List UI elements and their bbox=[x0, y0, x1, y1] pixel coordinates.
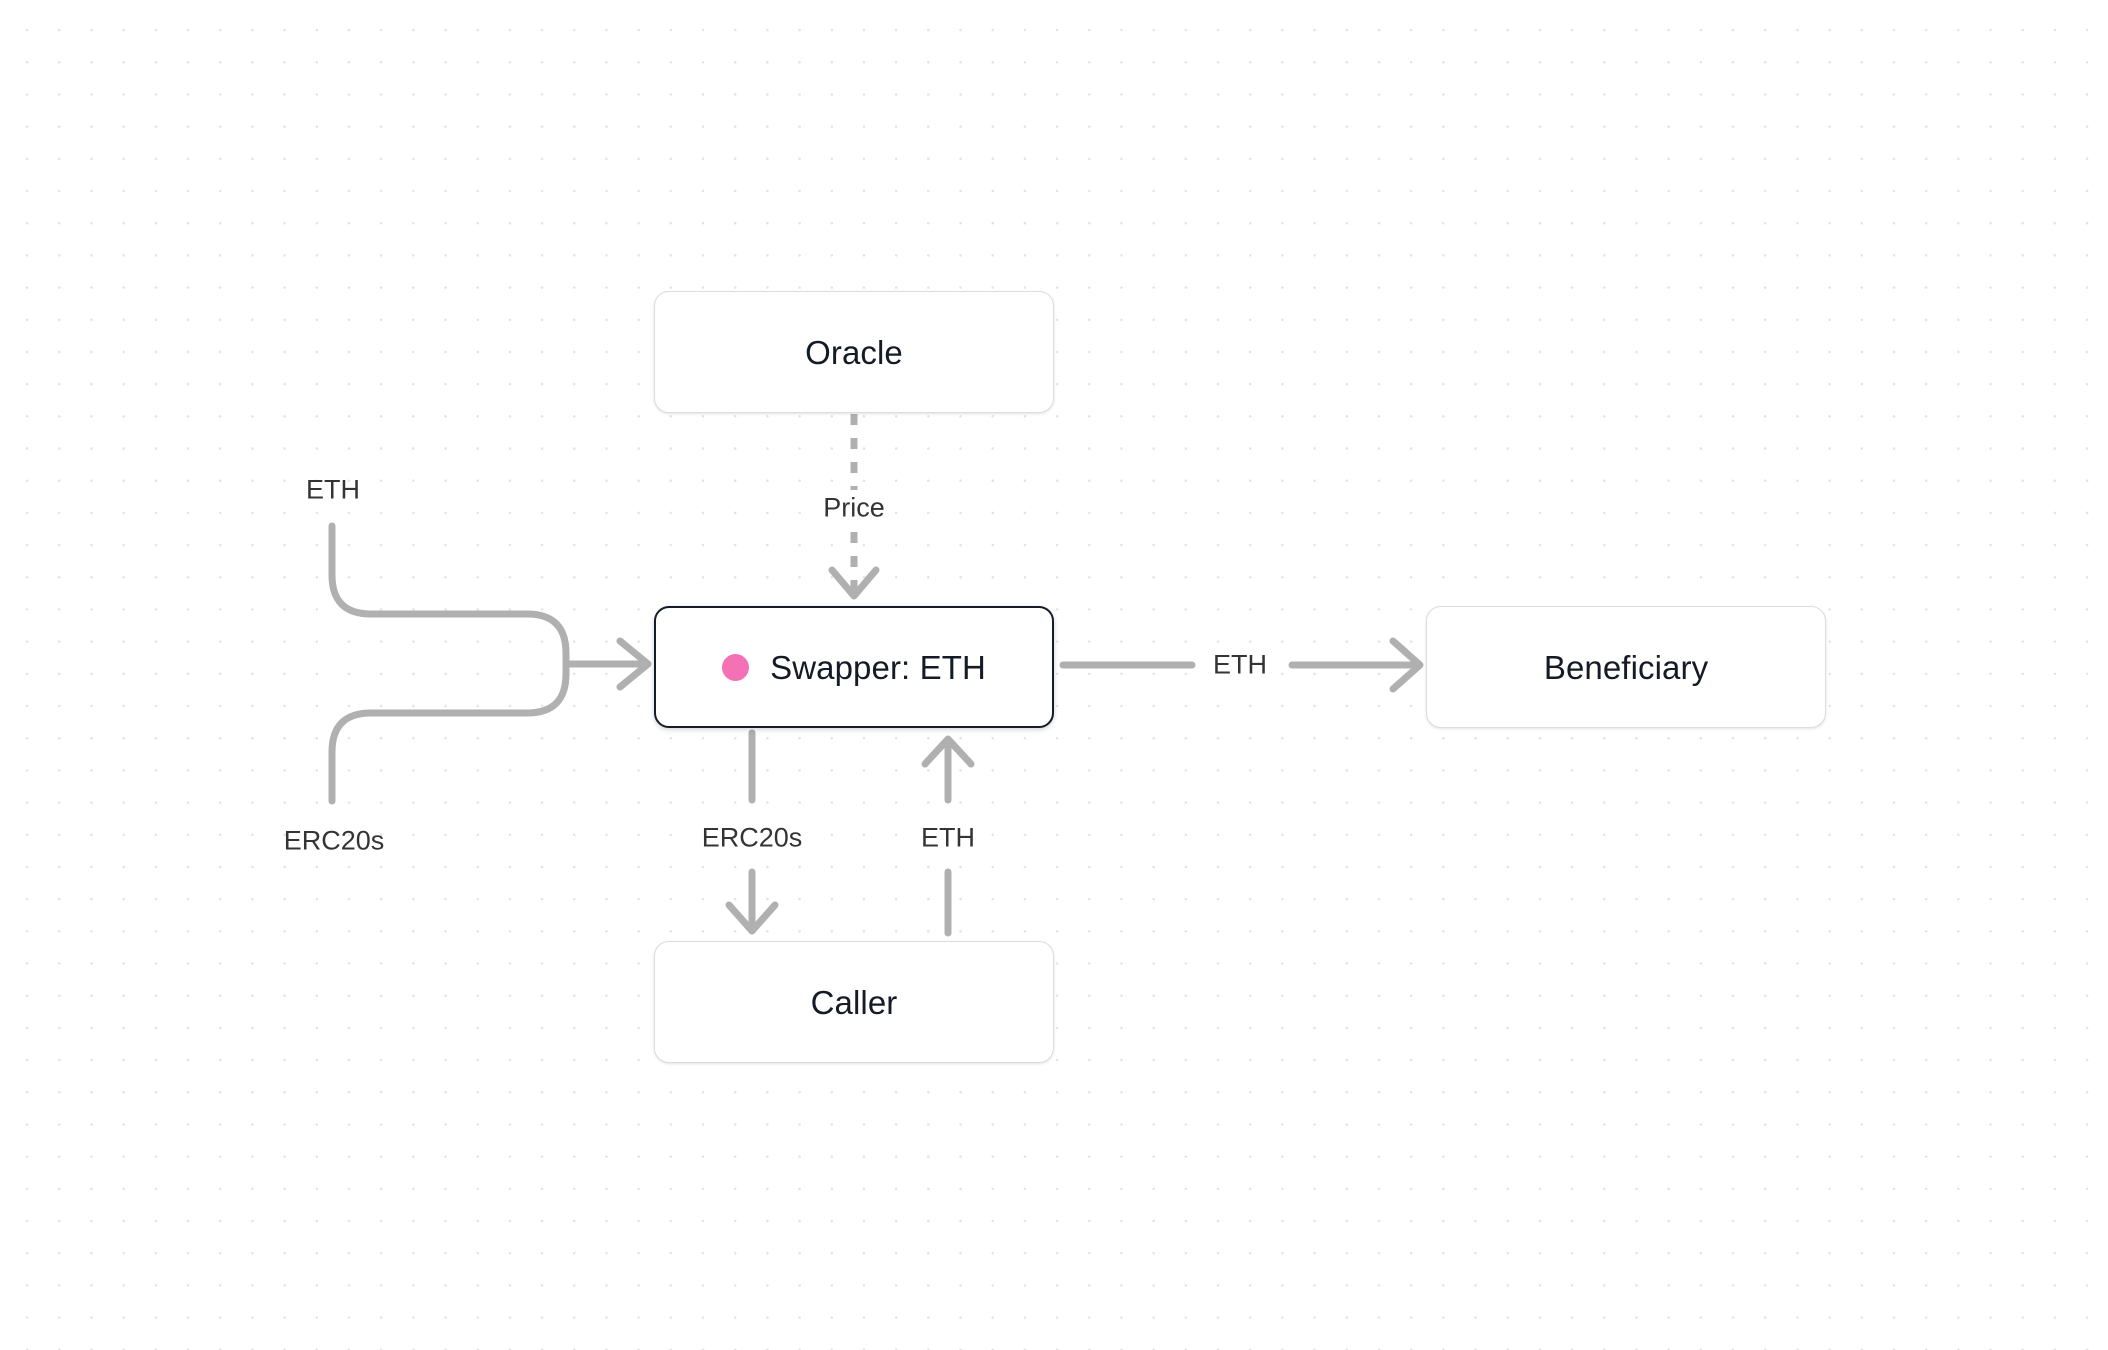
edge-label-eth-caller: ETH bbox=[914, 821, 982, 855]
node-swapper-content: Swapper: ETH bbox=[722, 651, 986, 684]
node-oracle[interactable]: Oracle bbox=[654, 291, 1054, 413]
edge-eth-input bbox=[328, 522, 570, 668]
edge-label-eth-beneficiary: ETH bbox=[1206, 648, 1274, 682]
node-swapper-label: Swapper: ETH bbox=[770, 648, 986, 686]
edge-label-erc20s-input: ERC20s bbox=[283, 825, 385, 856]
node-oracle-label: Oracle bbox=[805, 333, 903, 371]
status-dot-icon bbox=[722, 653, 750, 681]
edge-label-erc20s-caller: ERC20s bbox=[694, 821, 810, 855]
node-caller[interactable]: Caller bbox=[654, 941, 1054, 1063]
edge-merged-input-arrow bbox=[562, 637, 652, 691]
node-swapper[interactable]: Swapper: ETH bbox=[654, 606, 1054, 728]
node-beneficiary-label: Beneficiary bbox=[1543, 648, 1709, 686]
node-caller-label: Caller bbox=[810, 983, 898, 1021]
edge-label-price: Price bbox=[816, 491, 892, 525]
edge-erc20s-input bbox=[328, 660, 570, 805]
node-beneficiary[interactable]: Beneficiary bbox=[1426, 606, 1826, 728]
edge-label-eth-input: ETH bbox=[306, 474, 360, 505]
